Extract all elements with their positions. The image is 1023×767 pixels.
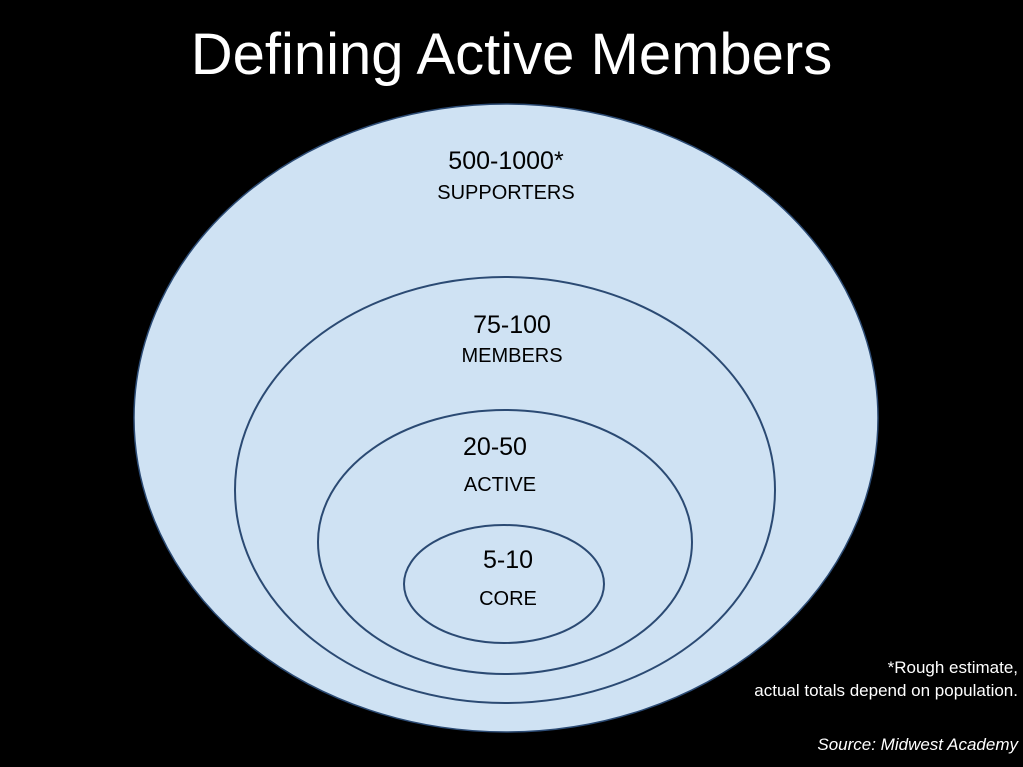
ring-supporters-label: SUPPORTERS bbox=[437, 182, 574, 204]
ring-members-count: 75-100 bbox=[473, 311, 551, 339]
footnote: *Rough estimate, actual totals depend on… bbox=[598, 656, 1018, 702]
ring-core bbox=[403, 524, 605, 644]
ring-core-count: 5-10 bbox=[483, 546, 533, 574]
ring-core-label: CORE bbox=[479, 588, 537, 610]
source-credit: Source: Midwest Academy bbox=[817, 735, 1018, 754]
ring-active-count: 20-50 bbox=[463, 433, 527, 461]
footnote-line-2: actual totals depend on population. bbox=[754, 681, 1018, 700]
ring-active-label: ACTIVE bbox=[464, 474, 536, 496]
ring-supporters-count: 500-1000* bbox=[448, 147, 564, 175]
footnote-line-1: *Rough estimate, bbox=[887, 658, 1018, 677]
slide-title: Defining Active Members bbox=[190, 22, 833, 87]
ring-members-label: MEMBERS bbox=[461, 345, 562, 367]
